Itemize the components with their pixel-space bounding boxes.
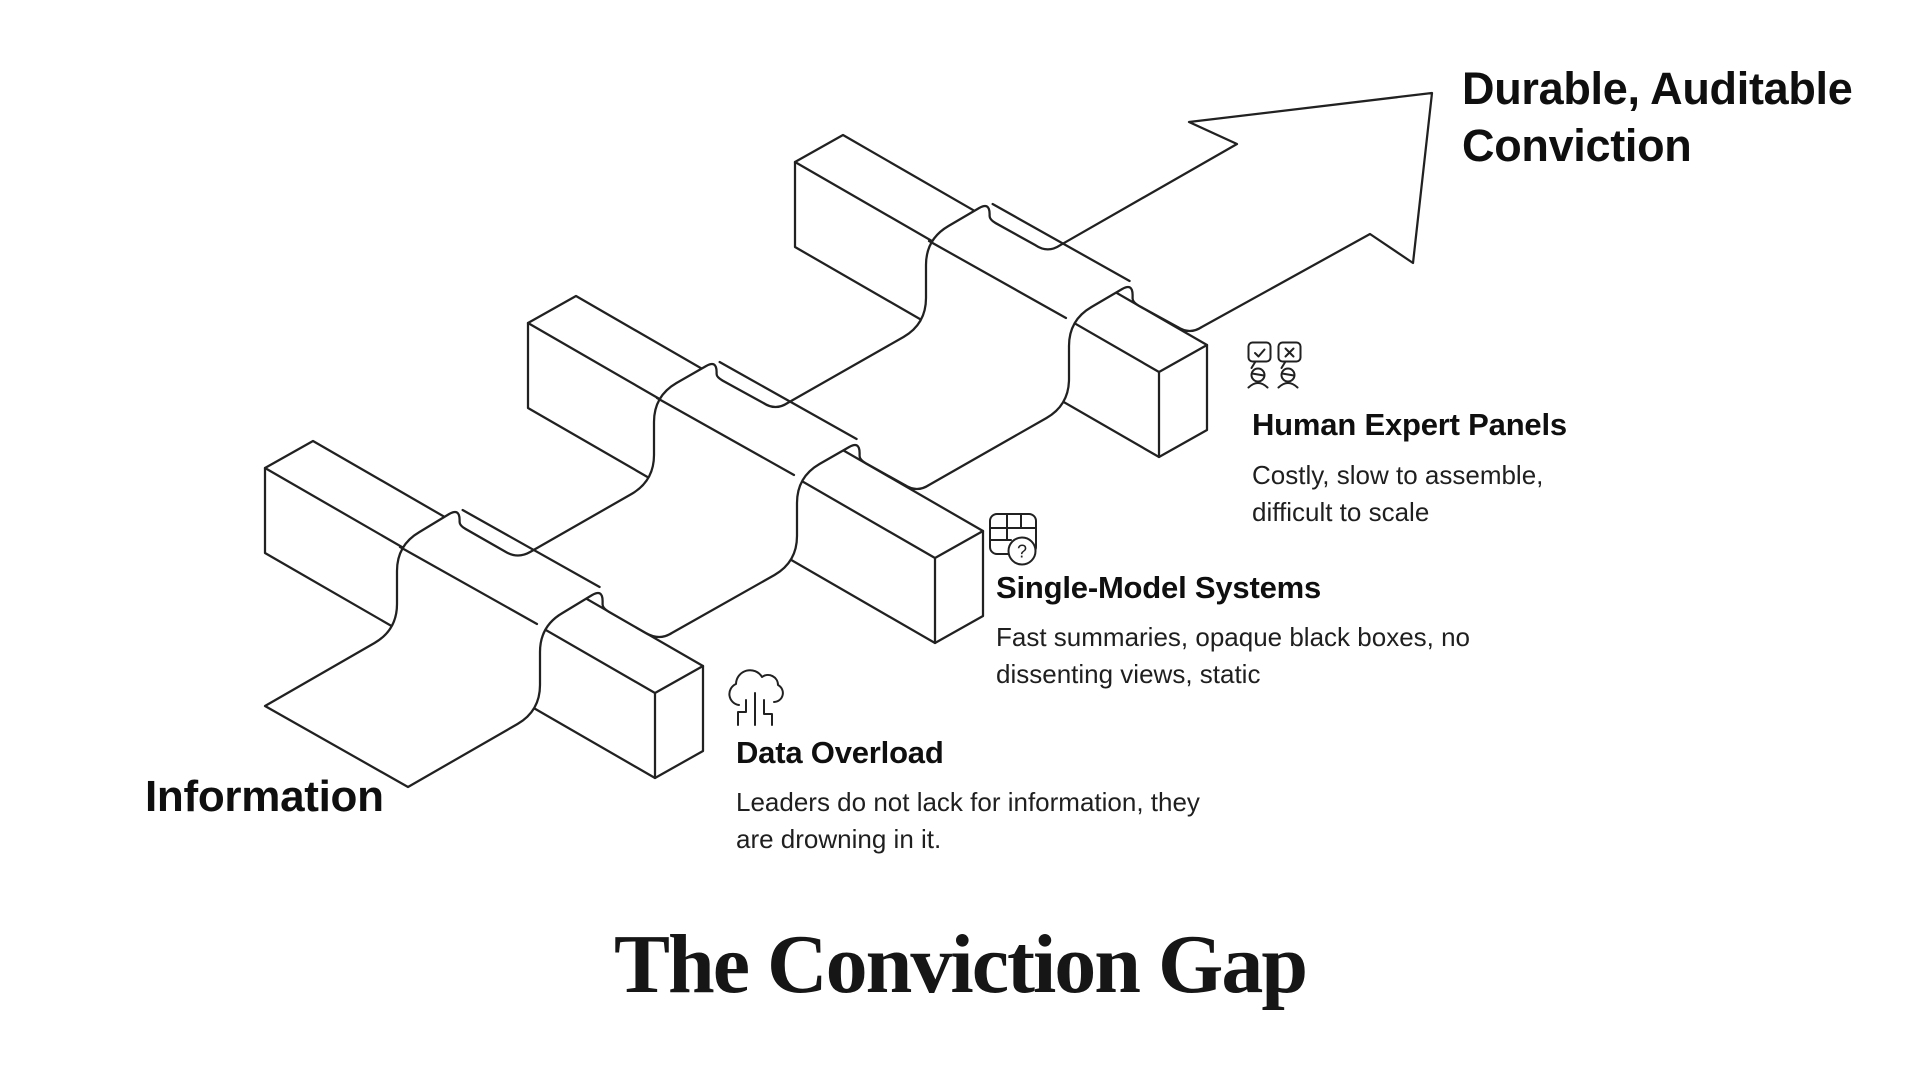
stage-desc-data-overload: Leaders do not lack for information, the… xyxy=(736,787,1200,854)
stage-heading-single-model: Single-Model Systems xyxy=(996,570,1322,605)
goal-label: Durable, Auditable Conviction xyxy=(1462,63,1853,171)
expert-disagree-figure xyxy=(1277,341,1302,389)
stage-desc-single-model: Fast summaries, opaque black boxes, no d… xyxy=(996,622,1471,689)
stage-heading-data-overload: Data Overload xyxy=(736,735,944,770)
ribbon-fold-lines xyxy=(398,202,1131,626)
expert-agree-figure xyxy=(1247,341,1272,389)
debating-experts-icon xyxy=(1247,341,1302,389)
conviction-ribbon xyxy=(263,91,1434,789)
page-title: The Conviction Gap xyxy=(613,918,1308,1011)
cloud-data-rain-icon xyxy=(728,669,784,726)
start-label: Information xyxy=(145,772,384,821)
table-question-icon: ? xyxy=(989,513,1037,566)
ribbon-arrow-path xyxy=(263,91,1434,789)
stage-single-model: Single-Model Systems Fast summaries, opa… xyxy=(996,570,1536,693)
stage-human-expert-panels: Human Expert Panels Costly, slow to asse… xyxy=(1252,407,1612,531)
svg-text:?: ? xyxy=(1017,542,1027,562)
stage-desc-human-expert-panels: Costly, slow to assemble, difficult to s… xyxy=(1252,460,1544,527)
stage-heading-human-expert-panels: Human Expert Panels xyxy=(1252,407,1567,442)
stage-data-overload: Data Overload Leaders do not lack for in… xyxy=(736,735,1236,858)
